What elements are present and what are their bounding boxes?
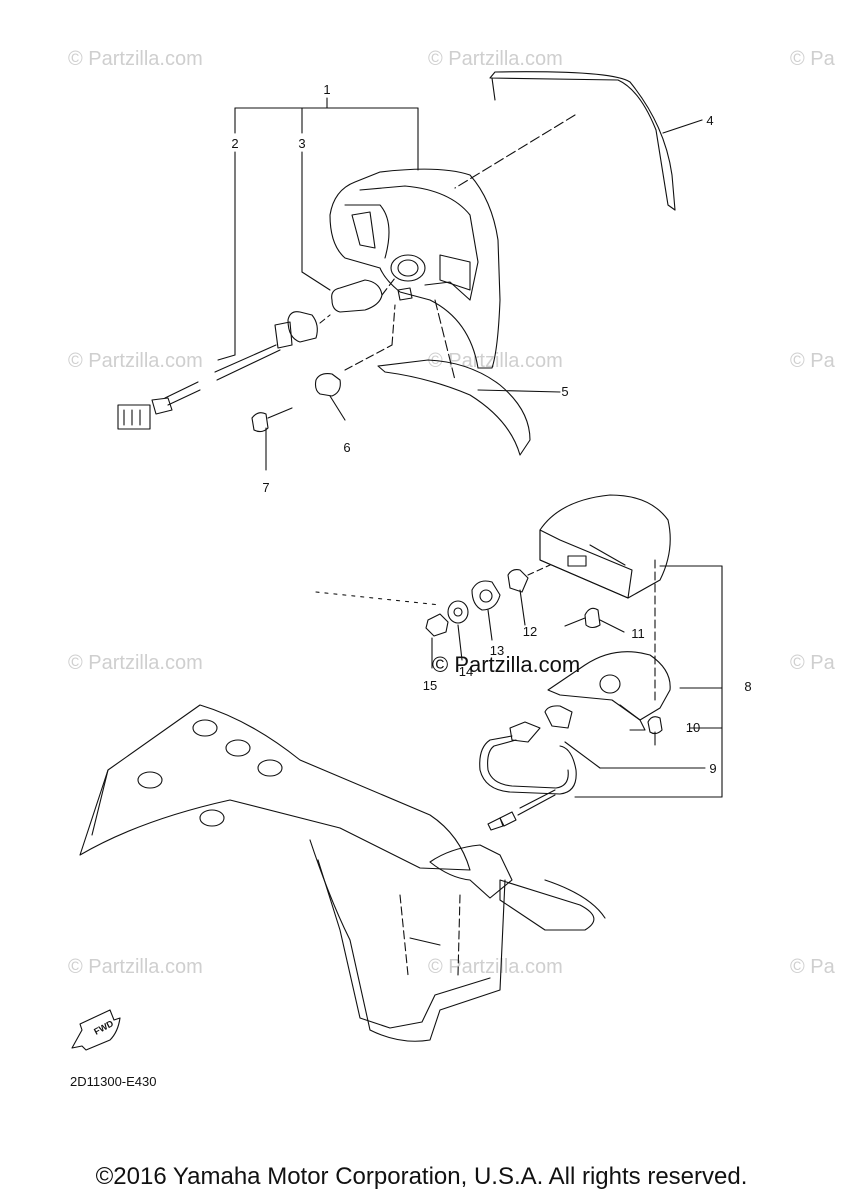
watermark: © Partzilla.com: [428, 350, 563, 372]
turn-signal: [429, 844, 606, 931]
part-10-screw: [647, 716, 663, 746]
watermark: © Partzilla.com: [68, 48, 203, 70]
copyright-notice: ©2016 Yamaha Motor Corporation, U.S.A. A…: [95, 1163, 748, 1190]
part-3-bulb: [331, 277, 396, 313]
rear-fender: [79, 704, 506, 1042]
callout-11: 11: [631, 626, 645, 641]
part-12-collar: [507, 564, 551, 626]
watermark: © Partzilla.com: [428, 48, 563, 70]
part-14-washer: [447, 600, 469, 661]
callout-6: 6: [343, 440, 350, 455]
callout-10: 10: [686, 720, 700, 735]
watermark: © Partzilla.com: [68, 956, 203, 978]
watermark-center: © Partzilla.com: [432, 652, 581, 677]
callout-2: 2: [231, 136, 238, 151]
callout-15: 15: [423, 678, 437, 693]
watermark: © Pa: [790, 652, 835, 674]
callout-9: 9: [709, 761, 716, 776]
watermark: © Pa: [790, 956, 835, 978]
part-11-bolt: [564, 607, 625, 633]
callout-5: 5: [561, 384, 568, 399]
callout-1: 1: [323, 82, 330, 97]
part-15-nut: [425, 613, 449, 669]
watermark: © Pa: [790, 48, 835, 70]
part-6-grommet: [314, 304, 396, 421]
watermark: © Pa: [790, 350, 835, 372]
fwd-arrow-icon: [71, 1009, 121, 1051]
diagram-code: 2D11300-E430: [70, 1074, 157, 1089]
callout-14: 14: [459, 664, 473, 679]
callout-4: 4: [706, 113, 713, 128]
part-7-screw: [251, 407, 293, 471]
callout-3: 3: [298, 136, 305, 151]
watermark: © Partzilla.com: [68, 652, 203, 674]
watermark: © Partzilla.com: [68, 350, 203, 372]
callout-13: 13: [490, 643, 504, 658]
fwd-label: FWD: [92, 1018, 115, 1037]
part-4-lens-cover: [454, 71, 703, 211]
part-1-tail-light-housing: [329, 168, 501, 369]
license-light-base: [547, 651, 671, 731]
leader-lines-1: [217, 97, 419, 361]
part-8-license-light: [539, 494, 723, 798]
callout-7: 7: [262, 480, 269, 495]
part-13-grommet: [471, 580, 501, 641]
part-2-socket-cord: [117, 311, 331, 430]
part-5-lower-lens: [377, 299, 561, 456]
watermark: © Partzilla.com: [428, 956, 563, 978]
callout-8: 8: [744, 679, 751, 694]
part-9-socket-cord: [479, 705, 706, 831]
callout-12: 12: [523, 624, 537, 639]
